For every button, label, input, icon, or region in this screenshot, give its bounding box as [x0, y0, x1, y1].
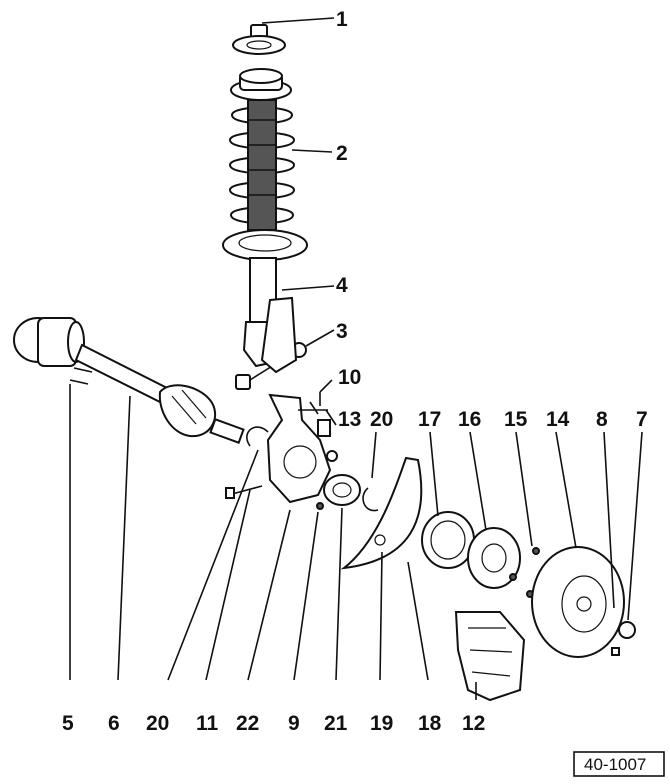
spring-lower-seat: [222, 229, 308, 261]
callout-6: 6: [108, 712, 120, 735]
cv-boot: [158, 384, 217, 438]
callout-13: 13: [338, 408, 361, 431]
callout-10: 10: [338, 366, 361, 389]
callout-20-top: 20: [370, 408, 393, 431]
abs-ring: [421, 511, 475, 569]
callout-18: 18: [418, 712, 442, 735]
small-screw: [316, 502, 324, 510]
callout-20-bottom: 20: [146, 712, 169, 735]
callout-labels: 1 2 3 4 5 6 7 8 9 10 11 12 13 14 15 16 1…: [62, 8, 648, 735]
shaft-stub: [209, 418, 245, 444]
strut-bracket: [260, 296, 298, 374]
callout-14: 14: [546, 408, 570, 431]
brake-caliper: [454, 611, 526, 702]
callout-21: 21: [324, 712, 348, 735]
callout-2: 2: [336, 142, 348, 165]
wheel-bolt: [611, 647, 620, 656]
strut-top-mount: [232, 35, 286, 55]
callout-4: 4: [336, 274, 348, 297]
brake-disc: [531, 546, 625, 658]
callout-5: 5: [62, 712, 74, 735]
small-nut: [326, 450, 338, 462]
callout-19: 19: [370, 712, 393, 735]
coil-spring: [228, 99, 296, 231]
callout-12: 12: [462, 712, 485, 735]
circlip-left: [246, 426, 269, 447]
callout-17: 17: [418, 408, 441, 431]
knuckle-bolt: [225, 485, 263, 499]
circlip-right: [362, 487, 379, 512]
callout-15: 15: [504, 408, 528, 431]
callout-22: 22: [236, 712, 259, 735]
callout-3: 3: [336, 320, 348, 343]
spring-upper-seat: [230, 68, 292, 101]
strut-clamp-bolt: [235, 357, 286, 390]
callout-1: 1: [336, 8, 348, 31]
callout-9: 9: [288, 712, 300, 735]
callout-16: 16: [458, 408, 481, 431]
leader-lines: [69, 17, 643, 700]
figure-reference: 40-1007: [584, 755, 646, 774]
callout-7: 7: [636, 408, 648, 431]
wheel-hub: [467, 527, 521, 589]
wheel-bearing: [323, 474, 361, 506]
hub-nut: [618, 621, 636, 639]
cv-joint-outer: [13, 317, 85, 367]
shaft-bolts: [69, 367, 93, 385]
tie-rod-end: [298, 401, 331, 437]
callout-11: 11: [196, 712, 219, 735]
figure-reference-box: 40-1007: [573, 751, 665, 777]
steering-knuckle: [266, 393, 332, 504]
callout-8: 8: [596, 408, 608, 431]
splash-shield: [340, 456, 423, 570]
